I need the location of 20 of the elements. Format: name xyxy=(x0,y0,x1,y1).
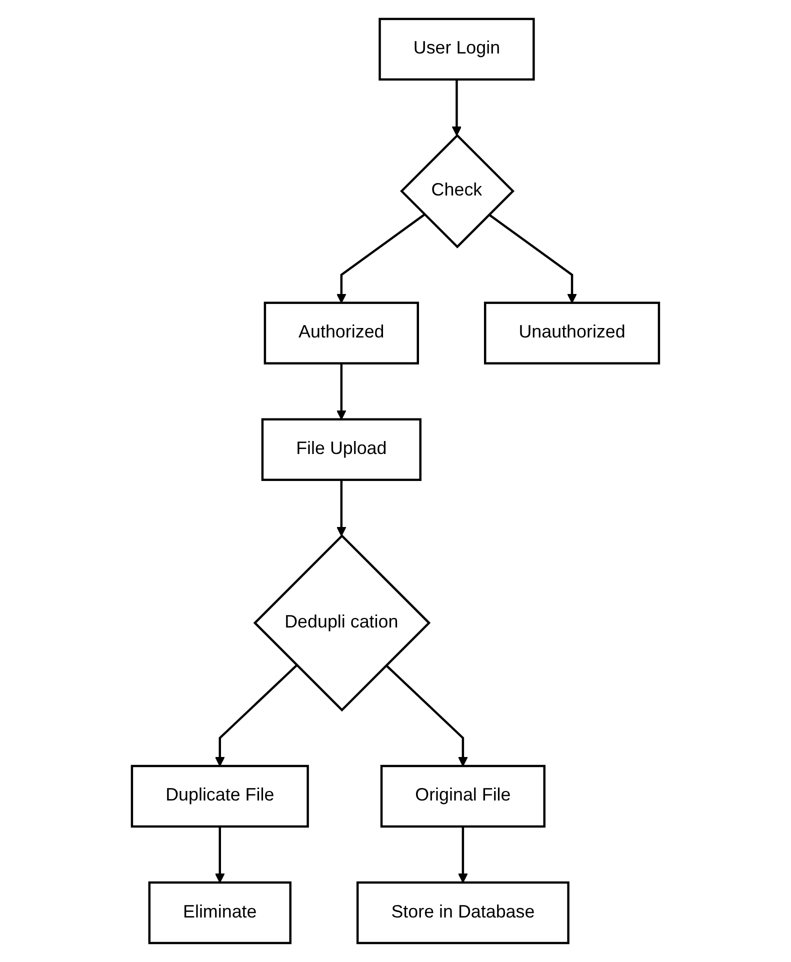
node-box xyxy=(378,18,535,81)
node-box xyxy=(130,764,309,828)
node-diamond xyxy=(253,534,431,712)
flowchart: User Login Check Authorized Unauthorized File Upload Dedupli cation Duplicate File Original File Eliminate Store in Database xyxy=(123,10,668,952)
arrow xyxy=(458,826,468,883)
node-box xyxy=(484,302,660,364)
arrow xyxy=(452,79,462,136)
node-box xyxy=(380,764,546,828)
arrow xyxy=(214,664,298,766)
arrow xyxy=(488,214,577,304)
arrow xyxy=(336,480,346,536)
node-box xyxy=(264,302,420,364)
node-box xyxy=(356,881,570,944)
arrow xyxy=(336,214,426,304)
node-box xyxy=(148,881,292,944)
node-diamond xyxy=(400,134,515,248)
arrow xyxy=(336,363,346,420)
node-box xyxy=(261,418,422,481)
arrow xyxy=(214,826,225,883)
arrow xyxy=(385,664,468,766)
